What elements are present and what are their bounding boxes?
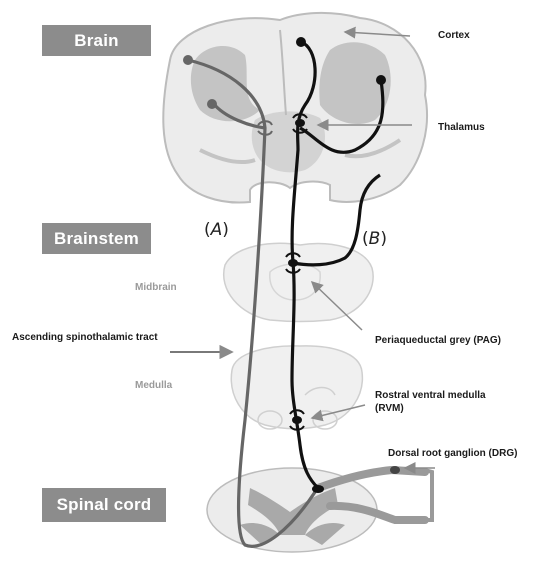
drg-label: Dorsal root ganglion (DRG): [388, 448, 517, 460]
rvm-label-line2: (RVM): [375, 403, 404, 415]
rvm-label-line1: Rostral ventral medulla: [375, 390, 486, 402]
medulla-label: Medulla: [135, 380, 172, 392]
pathway-b-label: (B): [362, 229, 387, 249]
cortex-label: Cortex: [438, 30, 470, 42]
brain-region-label: Brain: [42, 25, 151, 56]
thalamus-label: Thalamus: [438, 122, 485, 134]
brainstem-region-label: Brainstem: [42, 223, 151, 254]
spinal-cord-region-label: Spinal cord: [42, 488, 166, 522]
midbrain-label: Midbrain: [135, 282, 177, 294]
pag-label: Periaqueductal grey (PAG): [375, 335, 501, 347]
spinothalamic-tract-label: Ascending spinothalamic tract: [12, 332, 158, 344]
pathway-a-label: (A): [204, 220, 229, 240]
